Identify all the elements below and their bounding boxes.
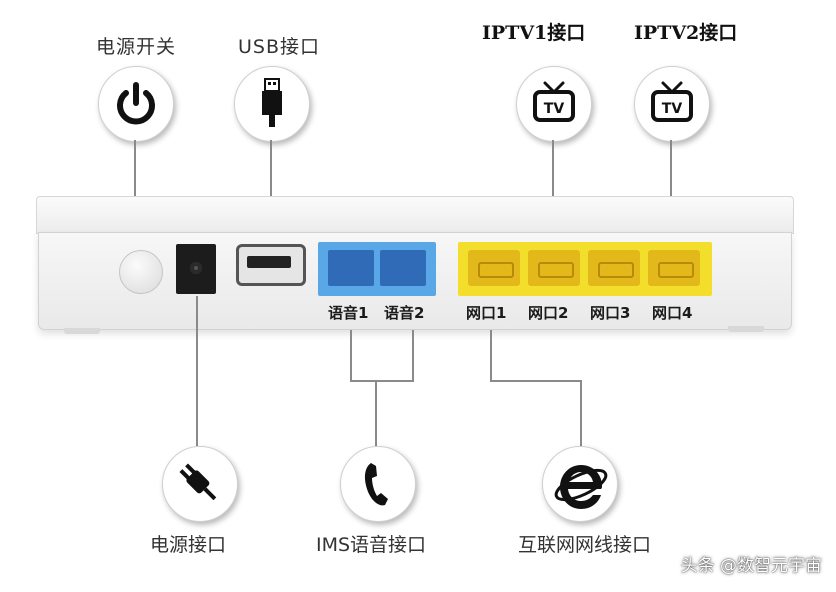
voice-port-1-label: 语音1	[328, 304, 369, 322]
power-switch-leader	[134, 140, 136, 246]
ims-leader-stem	[375, 380, 377, 446]
plug-icon	[179, 463, 217, 501]
internet-callout	[542, 446, 618, 522]
phone-icon	[364, 463, 388, 506]
internet-explorer-icon	[554, 465, 608, 509]
iptv1-leader	[552, 140, 554, 242]
ims-voice-callout	[340, 446, 416, 522]
lan-port-1-label: 网口1	[466, 304, 507, 322]
usb-port[interactable]	[236, 244, 306, 286]
voice-ports	[318, 242, 436, 296]
ims-leader-left	[350, 330, 352, 382]
ims-leader-right	[412, 330, 414, 382]
ims-leader-bar	[350, 380, 414, 382]
router-foot	[728, 326, 764, 332]
iptv2-callout: TV	[634, 66, 710, 142]
watermark: 头条 @数智元宇宙	[680, 556, 822, 576]
lan-port-3[interactable]	[588, 250, 640, 286]
internet-port-label: 互联网网线接口	[518, 534, 652, 556]
power-port-leader	[196, 296, 198, 446]
voice-port-2[interactable]	[380, 250, 426, 286]
power-switch-button[interactable]	[119, 250, 163, 294]
usb-leader	[270, 140, 272, 242]
tv-icon-text: TV	[544, 101, 565, 117]
iptv2-label: IPTV2接口	[634, 22, 738, 44]
lan-port-2[interactable]	[528, 250, 580, 286]
internet-leader-left	[490, 330, 492, 382]
iptv1-label: IPTV1接口	[482, 22, 586, 44]
internet-leader-bar	[490, 380, 582, 382]
lan-ports	[458, 242, 712, 296]
router-foot	[64, 328, 100, 334]
lan-port-1[interactable]	[468, 250, 520, 286]
tv-icon: TV	[651, 81, 693, 122]
lan-port-2-label: 网口2	[528, 304, 569, 322]
power-port-callout	[162, 446, 238, 522]
router-top-panel	[36, 196, 794, 234]
power-port-label: 电源接口	[150, 534, 227, 556]
ims-voice-label: IMS语音接口	[316, 534, 427, 556]
voice-port-1[interactable]	[328, 250, 374, 286]
internet-leader-stem	[580, 380, 582, 446]
voice-port-2-label: 语音2	[384, 304, 425, 322]
iptv2-leader	[670, 140, 672, 242]
tv-icon-text: TV	[662, 101, 683, 117]
lan-port-4-label: 网口4	[652, 304, 693, 322]
tv-icon: TV	[533, 81, 575, 122]
lan-port-4[interactable]	[648, 250, 700, 286]
dc-power-jack[interactable]	[176, 244, 216, 294]
usb-port-label: USB接口	[238, 36, 321, 58]
power-icon	[117, 82, 155, 125]
lan-port-3-label: 网口3	[590, 304, 631, 322]
iptv1-callout: TV	[516, 66, 592, 142]
power-switch-callout	[98, 66, 174, 142]
usb-icon	[262, 78, 282, 127]
usb-callout	[234, 66, 310, 142]
power-switch-label: 电源开关	[96, 36, 177, 58]
